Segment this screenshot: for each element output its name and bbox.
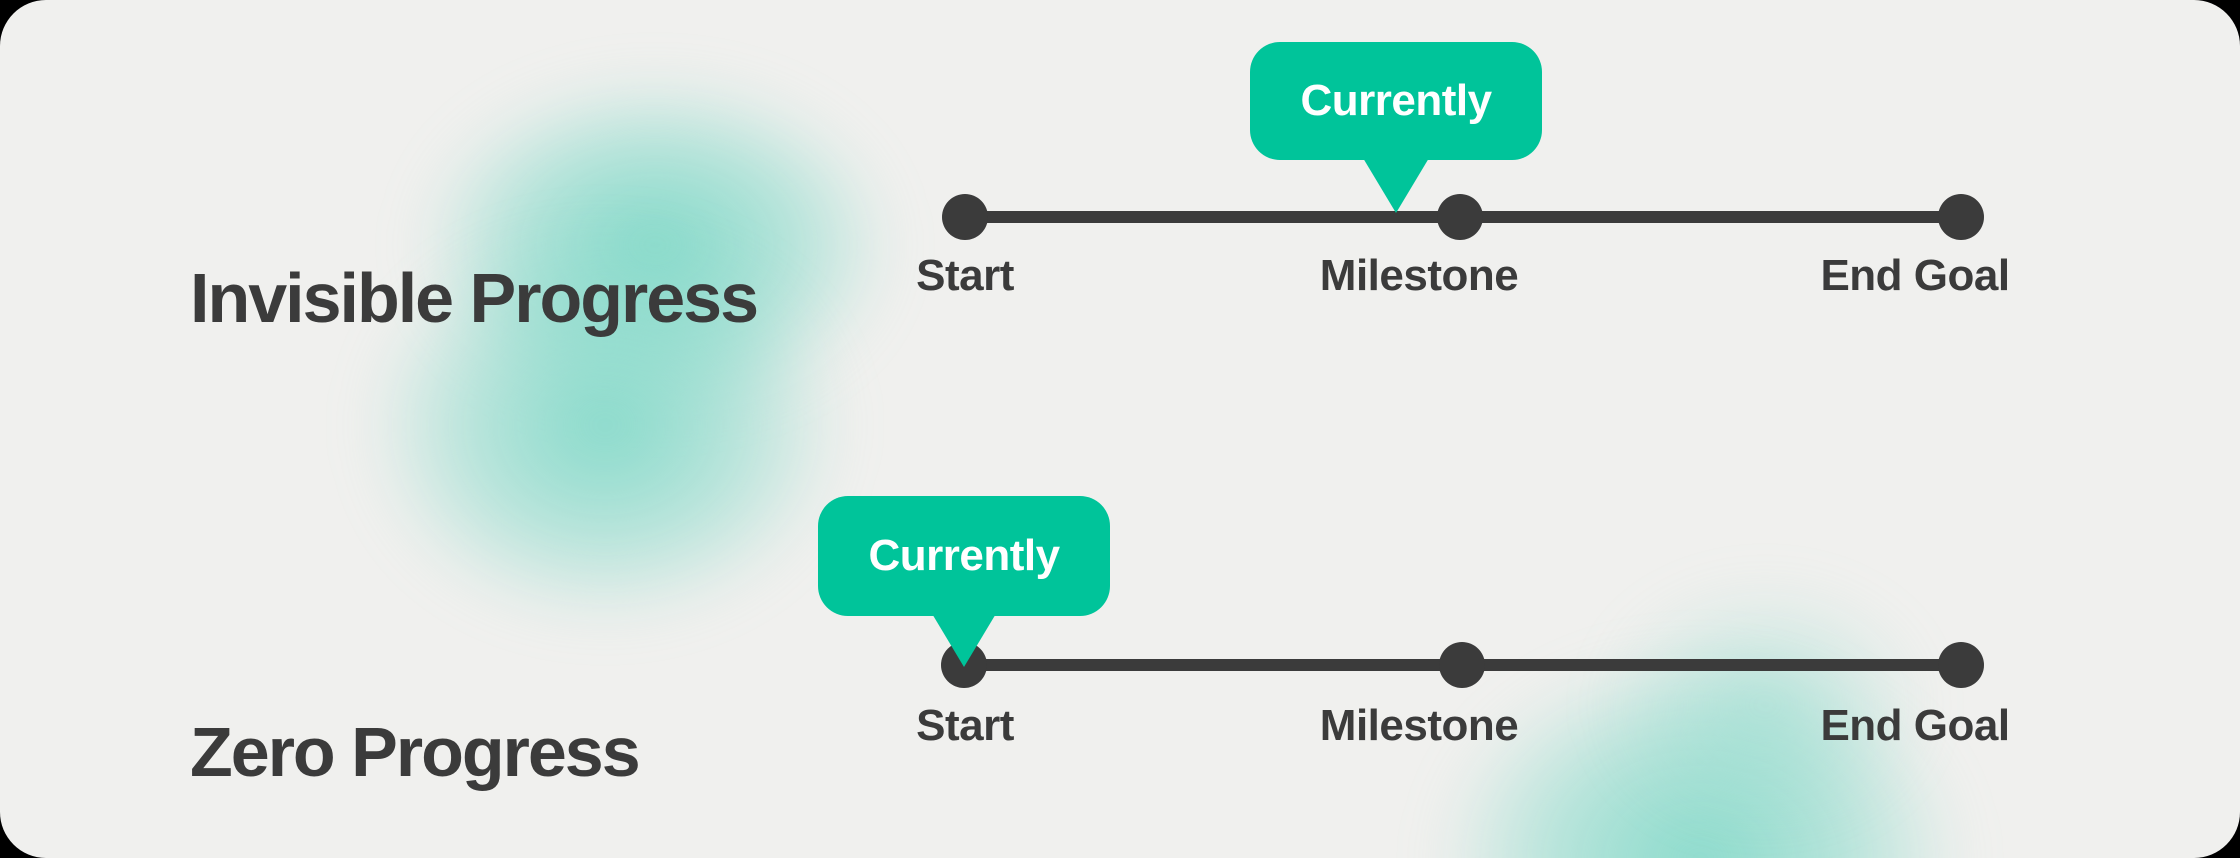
timeline-label-endgoal-row1: End Goal [1820, 251, 2010, 300]
currently-badge-pointer-row2 [931, 612, 997, 667]
timeline-label-endgoal-row2: End Goal [1820, 701, 2010, 750]
decorative-blob [415, 75, 895, 415]
timeline-dot-milestone-row1 [1437, 194, 1483, 240]
currently-badge-row1: Currently [1250, 42, 1542, 160]
currently-badge-row2: Currently [818, 496, 1110, 616]
timeline-dot-endgoal-row2 [1938, 642, 1984, 688]
currently-badge-label: Currently [868, 531, 1060, 580]
row-title-zero-progress: Zero Progress [190, 712, 641, 791]
timeline-dot-start-row1 [942, 194, 988, 240]
currently-badge-label: Currently [1300, 76, 1492, 125]
decorative-blob [1435, 650, 1965, 858]
timeline-dot-endgoal-row1 [1938, 194, 1984, 240]
timeline-label-start-row1: Start [916, 251, 1014, 300]
timeline-label-milestone-row1: Milestone [1319, 251, 1519, 300]
row-title-invisible-progress: Invisible Progress [190, 258, 759, 337]
timeline-label-start-row2: Start [916, 701, 1014, 750]
timeline-label-milestone-row2: Milestone [1319, 701, 1519, 750]
timeline-dot-milestone-row2 [1439, 642, 1485, 688]
currently-badge-pointer-row1 [1363, 158, 1429, 213]
